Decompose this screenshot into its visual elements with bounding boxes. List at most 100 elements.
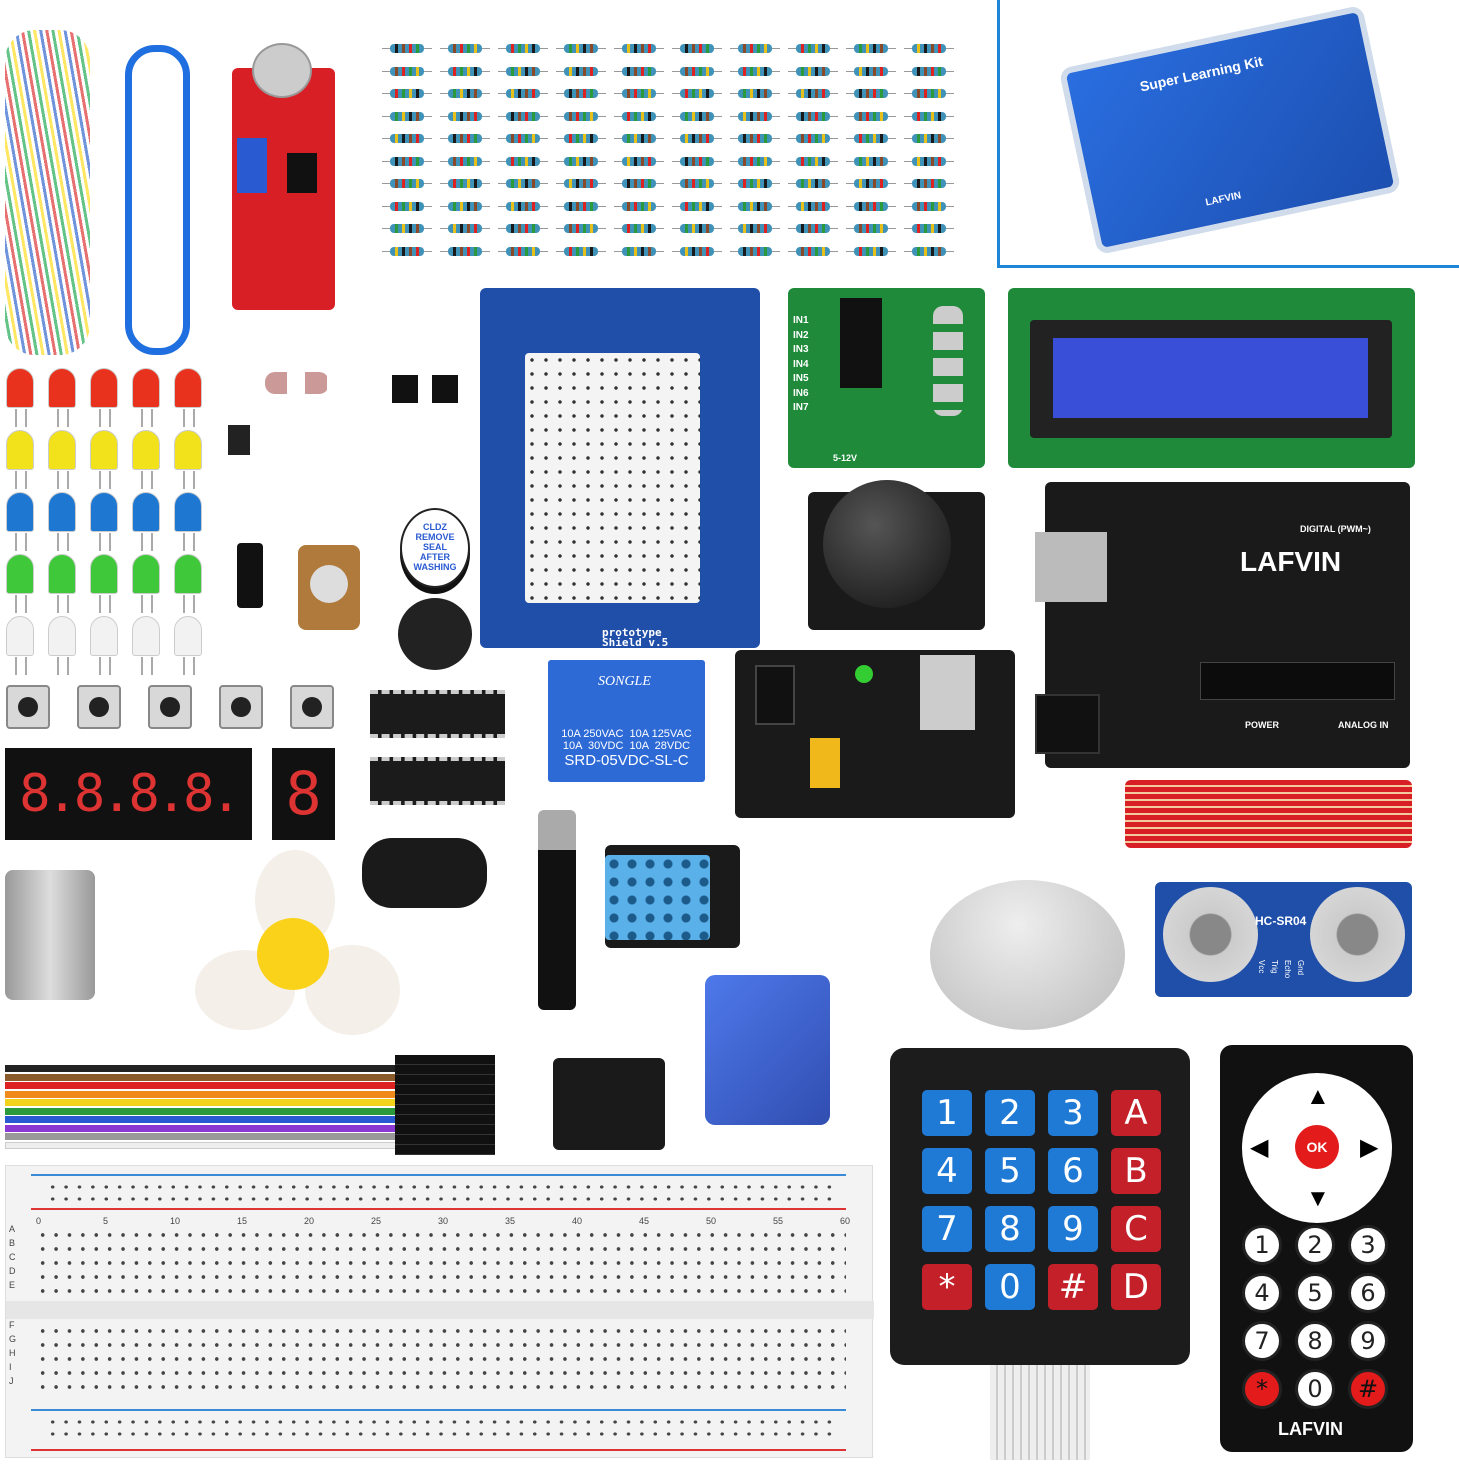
keypad-key[interactable]: 1 [922,1090,972,1136]
led [174,368,202,427]
row-letter: D [9,1266,16,1276]
resistor [846,44,896,53]
terminal-holes-bottom [36,1324,846,1394]
resistor [440,44,490,53]
keypad-key[interactable]: * [922,1264,972,1310]
resistor [382,246,432,256]
remote-key[interactable]: 8 [1295,1321,1335,1361]
led [48,554,76,613]
arrow-right-icon[interactable]: ▶ [1360,1134,1379,1161]
resistor [672,44,722,53]
usb-cable [125,45,190,355]
resistor [440,89,490,98]
column-number: 10 [170,1216,181,1226]
column-number: 35 [505,1216,516,1226]
keypad-key[interactable]: 5 [985,1148,1035,1194]
keypad-key[interactable]: 4 [922,1148,972,1194]
resistor [788,66,838,76]
keypad-key[interactable]: A [1111,1090,1161,1136]
keypad-key[interactable]: D [1111,1264,1161,1310]
ultrasonic-pin-trig: Trig [1270,960,1279,974]
resistor [382,66,432,76]
keypad-key[interactable]: 7 [922,1206,972,1252]
remote-key[interactable]: 3 [1348,1225,1388,1265]
remote-brand: LAFVIN [1278,1419,1343,1439]
active-buzzer: CLDZ REMOVE SEAL AFTER WASHING [400,508,470,588]
resistor [498,134,548,143]
ic-chip [370,757,505,805]
column-number: 15 [237,1216,248,1226]
ultrasonic-pin-vcc: Vcc [1257,960,1266,974]
remote-key[interactable]: # [1348,1369,1388,1409]
ribbon-wire [5,1082,425,1089]
ribbon-wire [5,1107,425,1115]
mini-breadboard [525,353,700,603]
led [132,430,160,489]
arrow-left-icon[interactable]: ◀ [1250,1134,1269,1161]
resistor [730,246,780,256]
keypad-key[interactable]: 3 [1048,1090,1098,1136]
keypad-key[interactable]: B [1111,1148,1161,1194]
ribbon-wire [5,1065,425,1072]
resistor [788,156,838,166]
arrow-up-icon[interactable]: ▲ [1306,1083,1330,1110]
dc-plug [538,810,576,1010]
remote-key[interactable]: 7 [1242,1321,1282,1361]
lcd-screen [1053,338,1368,418]
resistor [614,246,664,256]
push-buttons [6,685,336,733]
resistor [672,179,722,188]
ultrasonic-model: HC-SR04 [1255,914,1307,928]
relay-rating-1: 10A 250VAC 10A 125VAC [561,728,692,740]
remote-key[interactable]: * [1242,1369,1282,1409]
keypad-key[interactable]: 0 [985,1264,1035,1310]
tactile-button [148,685,192,729]
relay: SONGLE 10A 250VAC 10A 125VAC 10A 30VDC 1… [548,660,705,782]
remote-key[interactable]: 5 [1295,1273,1335,1313]
tactile-button [77,685,121,729]
resistor [730,134,780,143]
ribbon-wire [5,1133,425,1140]
led [48,492,76,551]
column-number: 45 [639,1216,650,1226]
keypad-key[interactable]: # [1048,1264,1098,1310]
led [6,430,34,489]
resistor [672,66,722,76]
row-letter: C [9,1252,16,1262]
resistor [788,224,838,233]
resistor [730,111,780,121]
remote-key[interactable]: 6 [1348,1273,1388,1313]
resistor [614,44,664,53]
uno-power-label: POWER [1245,720,1280,730]
jumper-wires [5,30,90,355]
kit-box-panel: Super Learning Kit LAFVIN [997,0,1459,268]
led [6,616,34,675]
keypad-ribbon [990,1365,1090,1460]
keypad-key[interactable]: C [1111,1206,1161,1252]
resistor [730,224,780,233]
transistors [392,375,462,403]
led [90,430,118,489]
potentiometer [237,138,267,193]
keypad-key[interactable]: 8 [985,1206,1035,1252]
remote-key[interactable]: 0 [1295,1369,1335,1409]
ir-receiver-module [553,1058,665,1150]
shield-label: prototype [602,626,662,639]
remote-key[interactable]: 4 [1242,1273,1282,1313]
resistor [904,134,954,143]
power-led [855,665,873,683]
ultrasonic-pin-echo: Echo [1283,960,1292,979]
remote-key[interactable]: 9 [1348,1321,1388,1361]
keypad-key[interactable]: 6 [1048,1148,1098,1194]
remote-key[interactable]: 2 [1295,1225,1335,1265]
keypad-key[interactable]: 2 [985,1090,1035,1136]
arrow-down-icon[interactable]: ▼ [1306,1185,1330,1212]
ok-button[interactable]: OK [1295,1125,1339,1169]
remote-key[interactable]: 1 [1242,1225,1282,1265]
keypad-key[interactable]: 9 [1048,1206,1098,1252]
transducer-left [1163,887,1258,982]
led [174,554,202,613]
resistor [382,179,432,188]
